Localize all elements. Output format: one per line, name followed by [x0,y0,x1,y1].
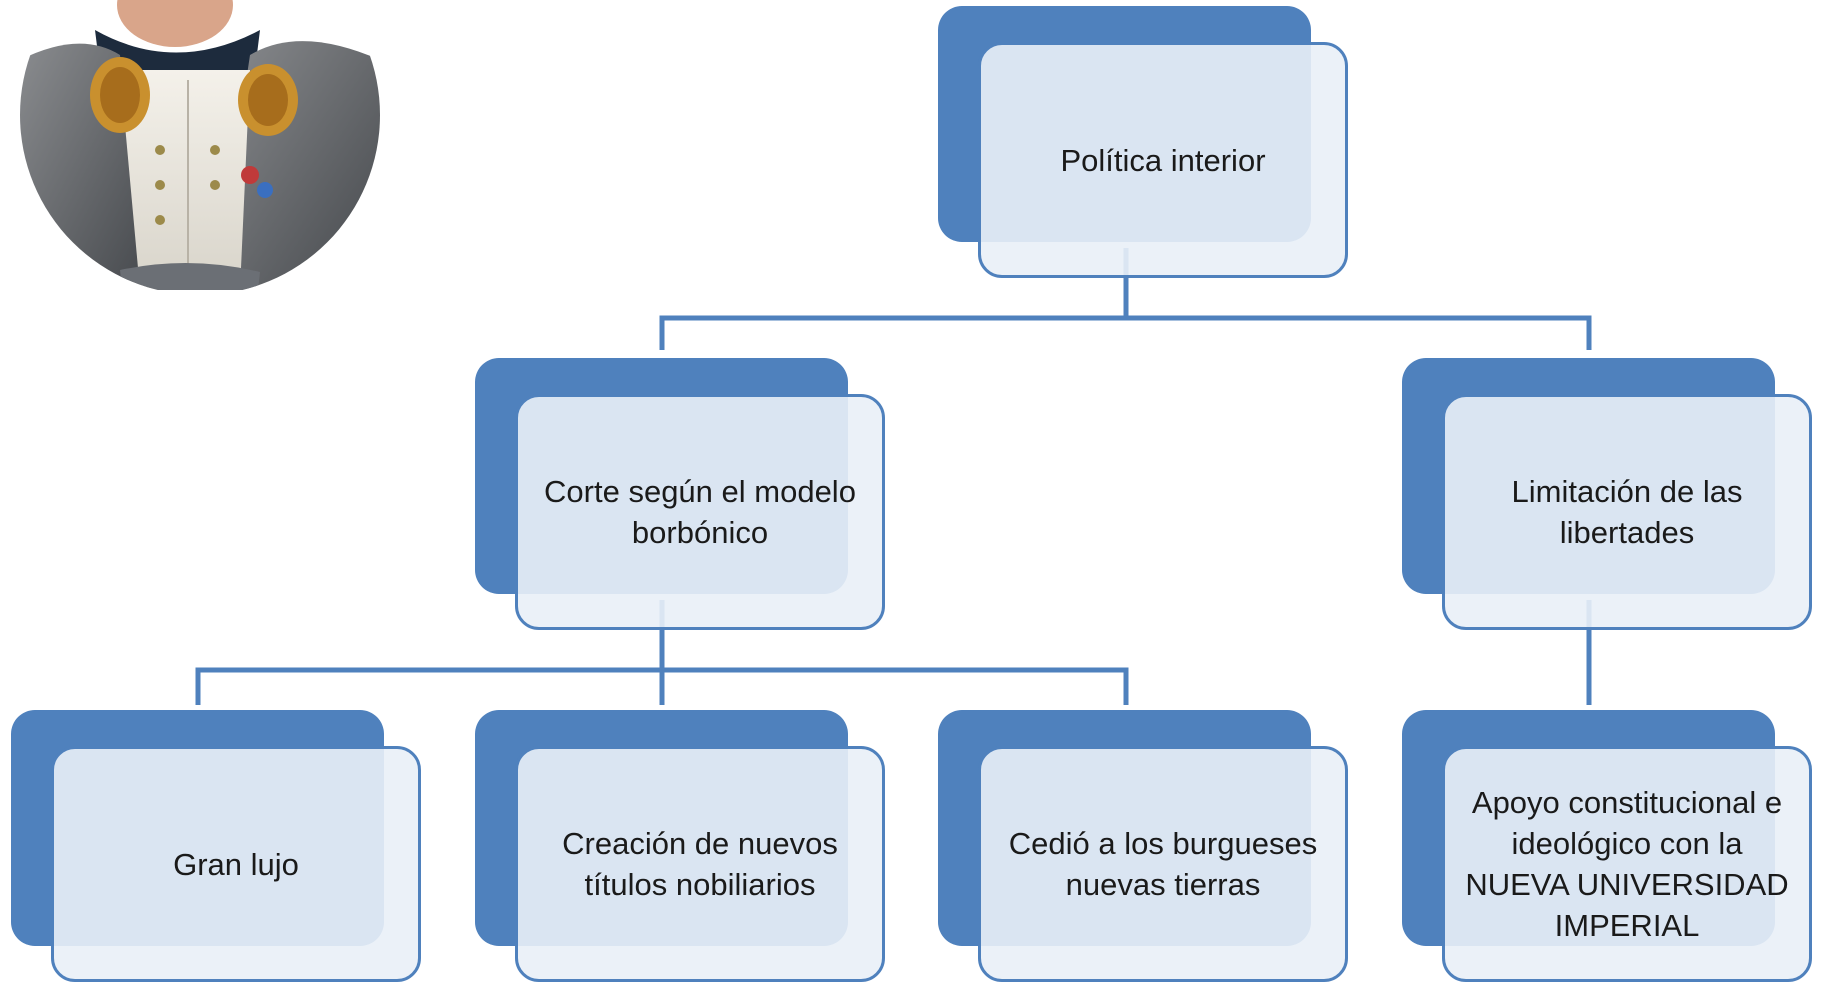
node-lands-label: Cedió a los burgueses nuevas tierras [1008,826,1318,902]
node-court-label: Corte según el modelo borbónico [544,474,856,550]
node-luxury-label: Gran lujo [173,846,299,882]
node-titles-label: Creación de nuevos títulos nobiliarios [562,826,838,902]
node-limits-label: Limitación de las libertades [1511,474,1743,550]
node-root-label: Política interior [1060,142,1266,178]
node-lands-box: Cedió a los burgueses nuevas tierras [978,746,1348,982]
portrait-photo [20,0,380,290]
node-limits-box: Limitación de las libertades [1442,394,1812,630]
node-root-box: Política interior [978,42,1348,278]
node-court-box: Corte según el modelo borbónico [515,394,885,630]
node-luxury-box: Gran lujo [51,746,421,982]
node-titles-box: Creación de nuevos títulos nobiliarios [515,746,885,982]
node-university-box: Apoyo constitucional e ideológico con la… [1442,746,1812,982]
node-university-label: Apoyo constitucional e ideológico con la… [1465,785,1789,943]
